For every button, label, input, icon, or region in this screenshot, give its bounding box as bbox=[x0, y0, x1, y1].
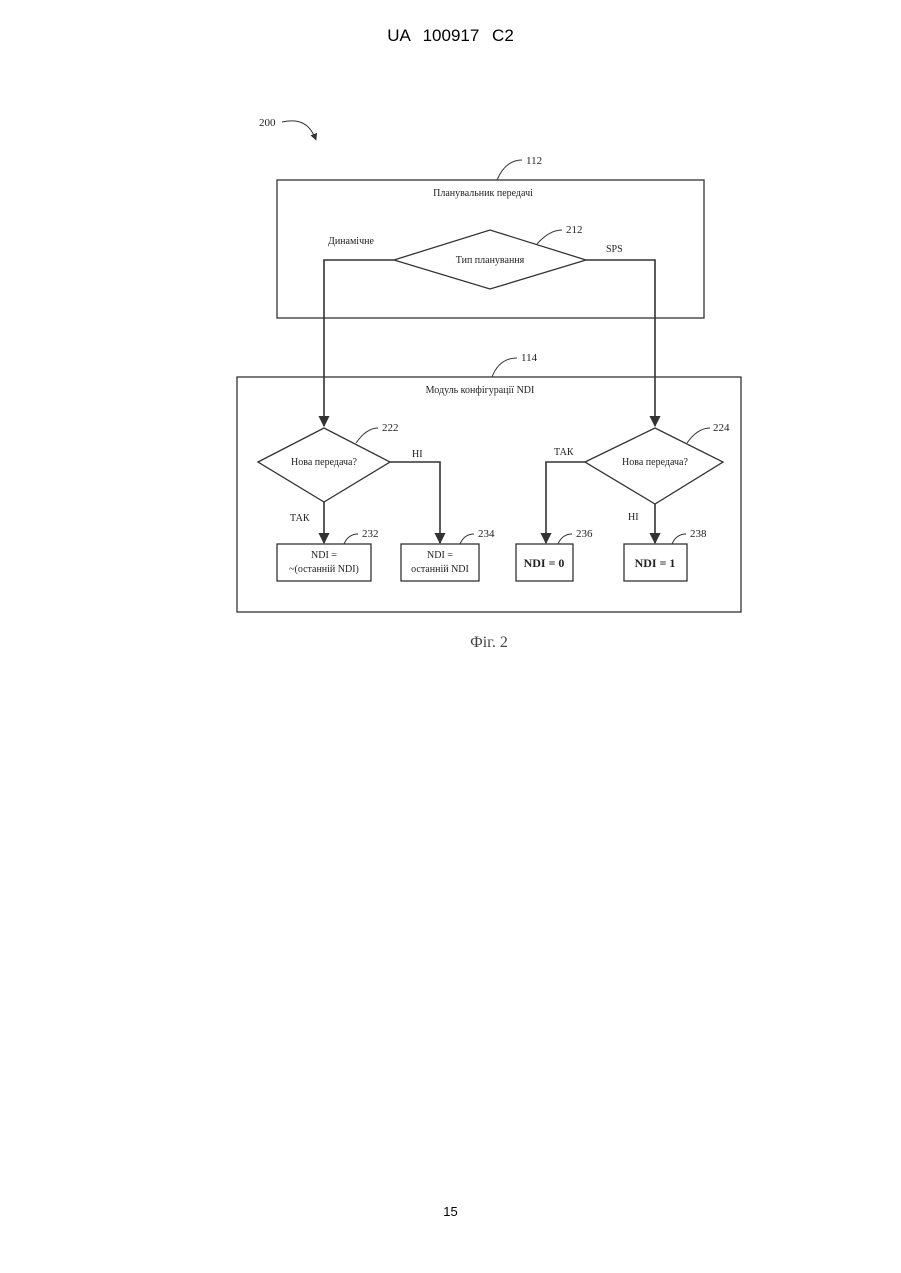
decision-left-yes: ТАК bbox=[290, 513, 310, 524]
flow-sps bbox=[586, 260, 655, 426]
branch-sps-label: SPS bbox=[606, 244, 623, 255]
ref-222-leader bbox=[356, 428, 378, 443]
ref-212-leader bbox=[537, 230, 562, 244]
ref-224: 224 bbox=[713, 422, 730, 434]
decision-right-label: Нова передача? bbox=[622, 457, 688, 468]
box-232-line2: ~(останній NDI) bbox=[289, 564, 359, 575]
ref-232-leader bbox=[344, 534, 358, 544]
box-234-line1: NDI = bbox=[427, 550, 453, 561]
ref-114-leader bbox=[492, 358, 517, 377]
ref-236: 236 bbox=[576, 528, 593, 540]
ref-236-leader bbox=[558, 534, 572, 544]
decision-right-yes: ТАК bbox=[554, 447, 574, 458]
ref-200: 200 bbox=[259, 117, 276, 129]
ref-212: 212 bbox=[566, 224, 583, 236]
decision-right-no: НІ bbox=[628, 512, 639, 523]
page-number: 15 bbox=[0, 1204, 901, 1219]
scheduler-title: Планувальник передачі bbox=[433, 188, 533, 199]
box-236-label: NDI = 0 bbox=[524, 556, 565, 570]
decision-left-no: НІ bbox=[412, 449, 423, 460]
ref-112-leader bbox=[497, 160, 522, 180]
ref-114: 114 bbox=[521, 352, 538, 364]
scheduler-box bbox=[277, 180, 704, 318]
box-232-line1: NDI = bbox=[311, 550, 337, 561]
ref-234-leader bbox=[460, 534, 474, 544]
figure-caption: Фіг. 2 bbox=[470, 634, 508, 651]
ref-234: 234 bbox=[478, 528, 495, 540]
ref-232: 232 bbox=[362, 528, 379, 540]
box-234-line2: останній NDI bbox=[411, 564, 469, 575]
ndi-module-title: Модуль конфігурації NDI bbox=[426, 385, 535, 396]
ref-200-arrow bbox=[282, 121, 316, 140]
ref-112: 112 bbox=[526, 155, 542, 167]
flow-left-no bbox=[390, 462, 440, 543]
ref-222: 222 bbox=[382, 422, 399, 434]
ref-238-leader bbox=[672, 534, 686, 544]
box-238-label: NDI = 1 bbox=[635, 556, 676, 570]
branch-dynamic-label: Динамічне bbox=[328, 236, 374, 247]
flow-dynamic bbox=[324, 260, 394, 426]
schedule-type-label: Тип планування bbox=[456, 255, 525, 266]
ref-238: 238 bbox=[690, 528, 707, 540]
ref-224-leader bbox=[687, 428, 710, 443]
decision-left-label: Нова передача? bbox=[291, 457, 357, 468]
